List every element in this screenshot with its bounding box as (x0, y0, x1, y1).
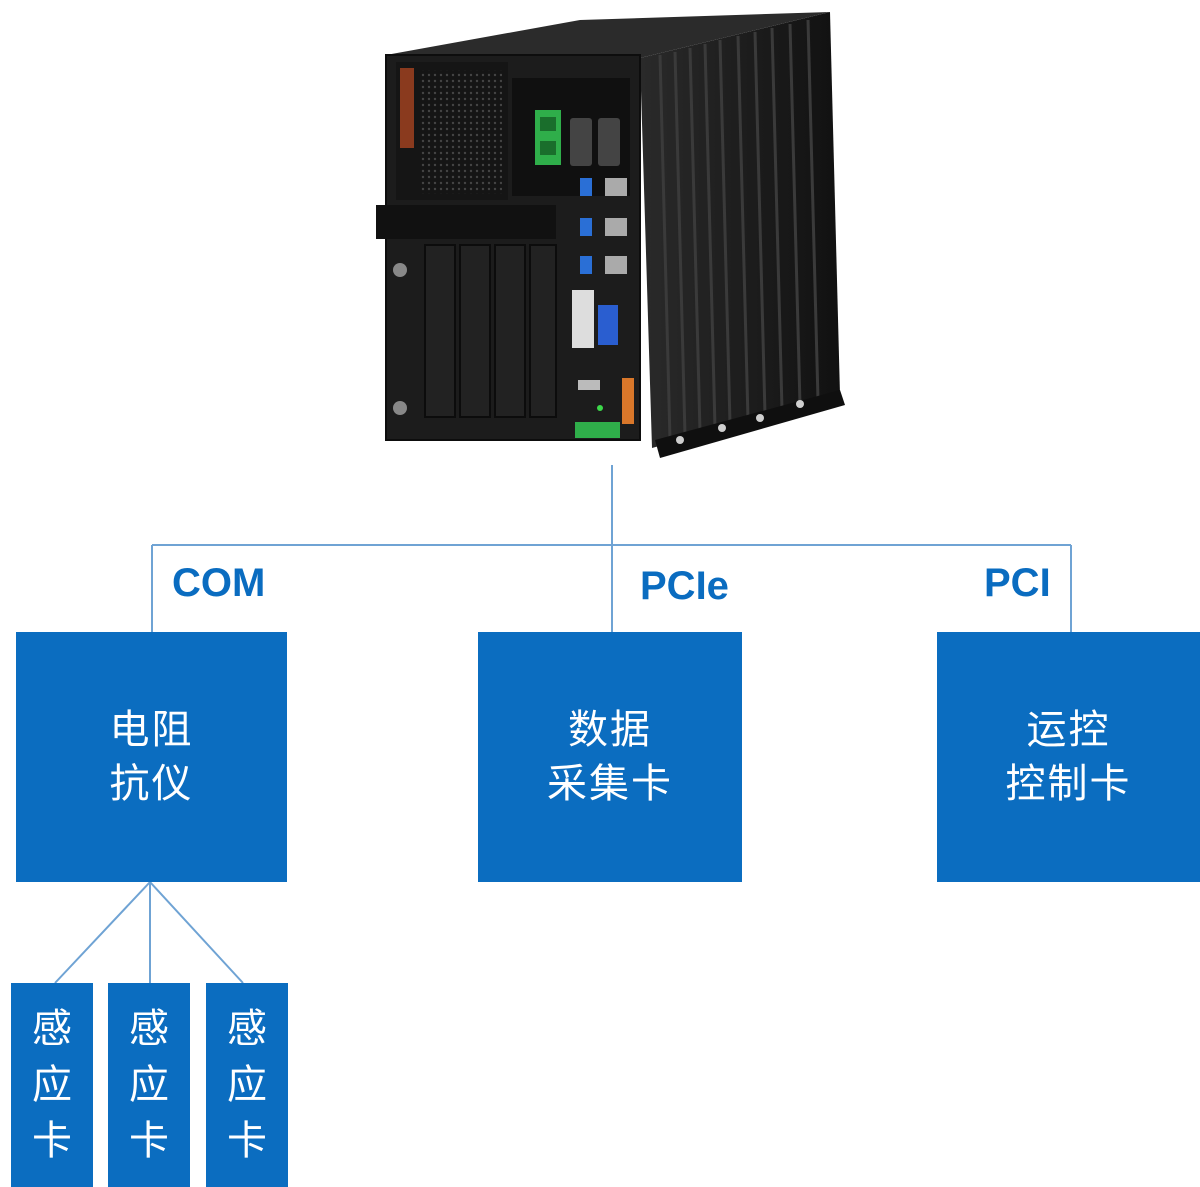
sensor-card-char: 应 (129, 1062, 169, 1108)
sensor-card-char: 感 (129, 1006, 169, 1052)
pci-bus-label: PCI (984, 561, 1051, 605)
motion-control-card-box: 运控 控制卡 (937, 632, 1200, 882)
sensor-card-char: 卡 (227, 1118, 267, 1164)
sensor-branch-line-3 (149, 881, 244, 984)
motion-card-line1: 运控 (1026, 707, 1111, 753)
industrial-computer-image (376, 12, 845, 458)
pcie-bus-label: PCIe (640, 564, 729, 608)
sensor-card: 感 应 卡 (206, 983, 288, 1187)
daq-card-line2: 采集卡 (547, 761, 673, 807)
sensor-card-char: 应 (32, 1062, 72, 1108)
sensor-branch-line-1 (54, 881, 151, 984)
com-bus-label: COM (172, 561, 266, 605)
sensor-card-char: 卡 (129, 1118, 169, 1164)
sensor-card: 感 应 卡 (11, 983, 93, 1187)
resistance-meter-box: 电阻 抗仪 (16, 632, 287, 882)
sensor-card-char: 卡 (32, 1118, 72, 1164)
sensor-card-char: 应 (227, 1062, 267, 1108)
daq-card-line1: 数据 (568, 707, 652, 753)
sensor-card: 感 应 卡 (108, 983, 190, 1187)
sensor-card-char: 感 (227, 1006, 267, 1052)
sensor-card-char: 感 (32, 1006, 72, 1052)
daq-card-box: 数据 采集卡 (478, 632, 742, 882)
resistance-meter-line2: 抗仪 (109, 761, 194, 807)
motion-card-line2: 控制卡 (1005, 761, 1132, 807)
resistance-meter-line1: 电阻 (109, 707, 194, 753)
